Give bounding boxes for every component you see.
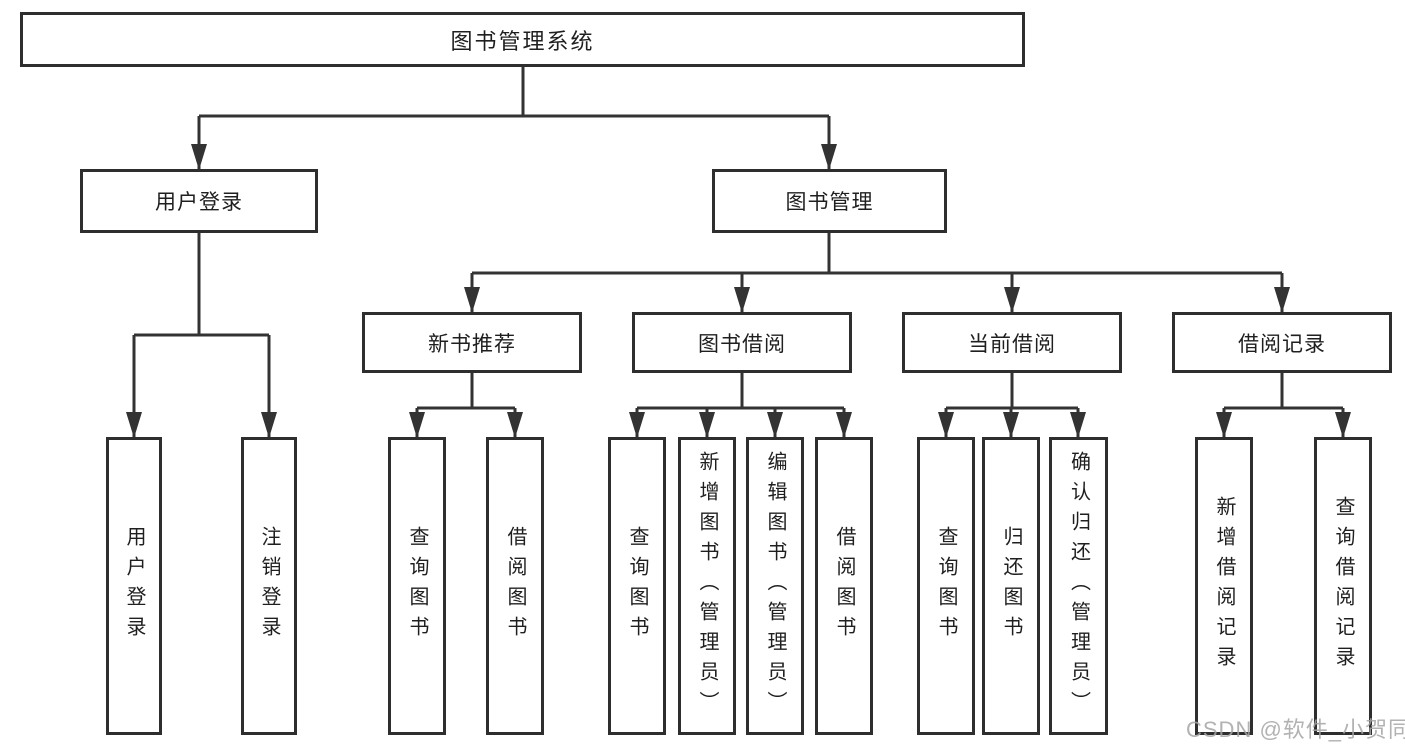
node-leaf-return-book: 归还图书 bbox=[982, 437, 1040, 735]
node-book-management-label: 图书管理 bbox=[785, 191, 874, 214]
node-user-login-label: 用户登录 bbox=[155, 191, 243, 214]
node-leaf-query-books-recommend: 查询图书 bbox=[388, 437, 446, 735]
csdn-watermark: CSDN @软件_小贺同学 bbox=[1186, 717, 1405, 742]
node-leaf-query-borrow-record: 查询借阅记录 bbox=[1314, 437, 1372, 735]
node-leaf-edit-book-admin: 编辑图书（管理员） bbox=[746, 437, 804, 735]
node-leaf-query-books-borrow: 查询图书 bbox=[608, 437, 666, 735]
node-new-book-recommend: 新书推荐 bbox=[362, 312, 582, 373]
node-borrow-records-label: 借阅记录 bbox=[1238, 332, 1326, 356]
node-library-system-label: 图书管理系统 bbox=[450, 28, 595, 54]
node-current-borrow: 当前借阅 bbox=[902, 312, 1122, 373]
node-leaf-query-books-current: 查询图书 bbox=[917, 437, 975, 735]
node-leaf-borrow-books: 借阅图书 bbox=[815, 437, 873, 735]
node-book-borrow-label: 图书借阅 bbox=[698, 332, 786, 356]
node-user-login: 用户登录 bbox=[80, 169, 318, 233]
node-leaf-user-login: 用户登录 bbox=[106, 437, 162, 735]
node-book-borrow: 图书借阅 bbox=[632, 312, 852, 373]
node-leaf-add-book-admin: 新增图书（管理员） bbox=[678, 437, 736, 735]
node-leaf-add-borrow-record: 新增借阅记录 bbox=[1195, 437, 1253, 735]
node-borrow-records: 借阅记录 bbox=[1172, 312, 1392, 373]
node-leaf-logout: 注销登录 bbox=[241, 437, 297, 735]
node-library-system: 图书管理系统 bbox=[20, 12, 1025, 67]
node-current-borrow-label: 当前借阅 bbox=[968, 332, 1056, 356]
node-leaf-borrow-books-recommend: 借阅图书 bbox=[486, 437, 544, 735]
node-leaf-confirm-return-admin: 确认归还（管理员） bbox=[1049, 437, 1108, 735]
node-new-book-recommend-label: 新书推荐 bbox=[428, 332, 516, 356]
node-book-management: 图书管理 bbox=[712, 169, 947, 233]
